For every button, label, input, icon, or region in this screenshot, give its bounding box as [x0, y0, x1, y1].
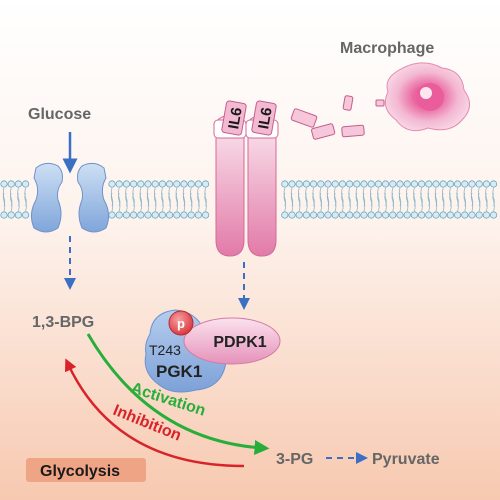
cell-membrane [0, 180, 498, 219]
pdpk1-protein [183, 317, 281, 365]
macrophage-cell [384, 62, 470, 132]
pgk1-protein [144, 309, 227, 393]
phospho-site [168, 310, 194, 336]
glucose-label: Glucose [28, 106, 91, 123]
bpg-label: 1,3-BPG [32, 314, 94, 331]
il6-label-a: IL6 [225, 106, 246, 130]
il6-label-b: IL6 [255, 106, 276, 130]
il6-ligand-b: IL6 [251, 100, 277, 136]
phospho-label: p [177, 316, 185, 331]
activation-arrow [86, 333, 270, 455]
glucose-transporter [30, 162, 110, 233]
il6-fragments [290, 95, 385, 140]
t243-label: T243 [149, 342, 181, 358]
inhibition-arrow [65, 358, 245, 468]
pdpk1-label: PDPK1 [213, 334, 266, 351]
macrophage-label: Macrophage [340, 40, 434, 57]
il6-ligand-a: IL6 [221, 100, 247, 136]
glycolysis-label: Glycolysis [40, 463, 120, 480]
glycolysis-box [26, 458, 146, 482]
pyruvate-label: Pyruvate [372, 451, 440, 468]
pg3-label: 3-PG [276, 451, 313, 468]
pgk1-label: PGK1 [156, 362, 202, 381]
